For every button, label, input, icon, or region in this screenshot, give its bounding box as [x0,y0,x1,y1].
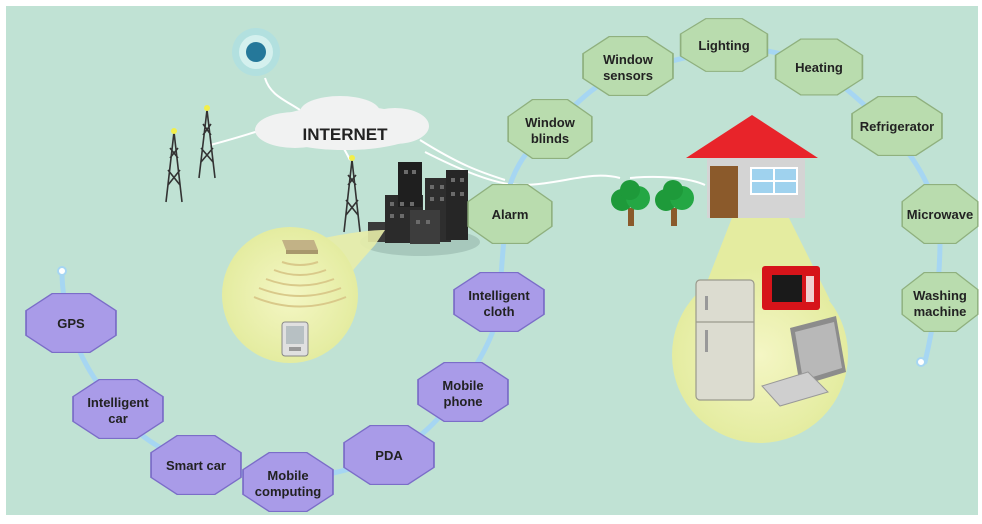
home-appliance-zone [672,210,848,443]
node-intelligent-cloth-label-2: cloth [483,304,514,319]
node-window-sensors-label-2: sensors [603,68,653,83]
node-window-blinds-label-1: Window [525,115,576,130]
internet-cloud: INTERNET [255,96,429,150]
node-washing-machine-label-1: Washing [913,288,967,303]
node-microwave-label: Microwave [907,207,973,222]
trees-icon [611,180,694,226]
node-intelligent-car-label-2: car [108,411,128,426]
tower-icons [165,105,361,233]
node-mobile-computing-label-2: computing [255,484,321,499]
node-smart-car-label: Smart car [166,458,226,473]
node-washing-machine-label-2: machine [914,304,967,319]
mobile-network-nodes: Intelligent cloth Mobile phone PDA Mobil… [25,271,545,513]
internet-label: INTERNET [303,125,389,144]
node-lighting: Lighting [679,18,769,72]
node-pda-label: PDA [375,448,403,463]
node-heating-label: Heating [795,60,843,75]
node-intelligent-car: Intelligent car [72,378,164,440]
node-mobile-computing: Mobile computing [242,451,334,513]
tower-icon-right [343,155,361,233]
node-alarm: Alarm [467,183,553,245]
node-mobile-computing-label-1: Mobile [267,468,308,483]
node-refrigerator-label: Refrigerator [860,119,934,134]
node-window-sensors-label-1: Window [603,52,654,67]
wireless-router-icon [282,240,318,254]
node-smart-car: Smart car [150,434,242,496]
node-gps: GPS [25,292,117,354]
node-window-blinds-label-2: blinds [531,131,569,146]
node-alarm-label: Alarm [492,207,529,222]
node-lighting-label: Lighting [698,38,749,53]
refrigerator-icon [695,279,755,401]
microwave-icon [762,266,820,310]
node-mobile-phone: Mobile phone [417,361,509,423]
satellite-icon [232,28,280,76]
node-gps-label: GPS [57,316,85,331]
node-window-sensors: Window sensors [582,35,674,97]
node-intelligent-cloth-label-1: Intelligent [468,288,530,303]
wifi-waves [253,261,347,308]
node-washing-machine: Washing machine [901,271,979,333]
node-window-blinds: Window blinds [507,98,593,160]
computer-icon [761,316,846,407]
node-mobile-phone-label-2: phone [444,394,483,409]
node-pda: PDA [343,424,435,486]
house-icon [686,115,818,218]
node-intelligent-car-label-1: Intelligent [87,395,149,410]
pda-device-icon [281,321,309,357]
node-intelligent-cloth: Intelligent cloth [453,271,545,333]
tower-icon-middle [198,105,216,179]
tower-icon-left [165,128,183,203]
home-network-nodes: Alarm Window blinds Window sensors Light… [467,18,979,333]
node-mobile-phone-label-1: Mobile [442,378,483,393]
city-buildings-icon [360,162,480,256]
node-heating: Heating [774,38,864,96]
wireless-zone [222,227,385,363]
node-refrigerator: Refrigerator [851,95,943,157]
node-microwave: Microwave [901,183,979,245]
